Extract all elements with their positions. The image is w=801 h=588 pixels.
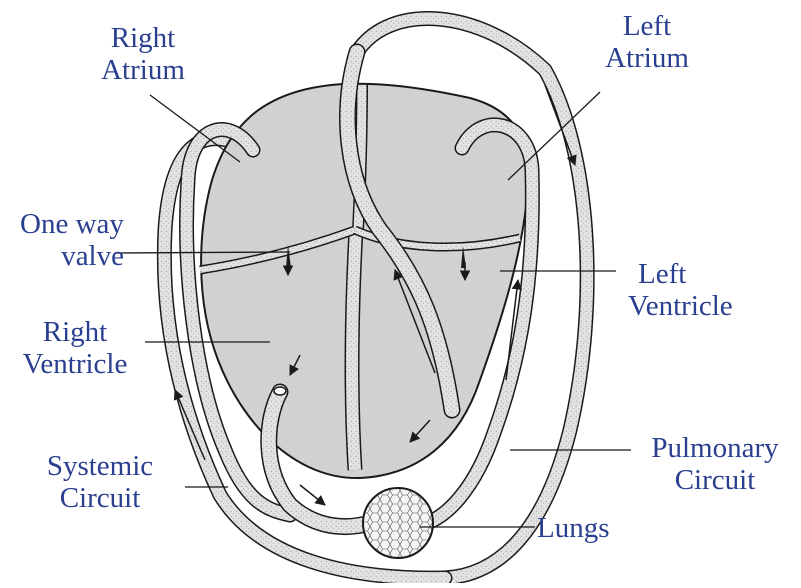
lungs-organ	[363, 488, 433, 558]
label-lungs: Lungs	[537, 512, 627, 544]
